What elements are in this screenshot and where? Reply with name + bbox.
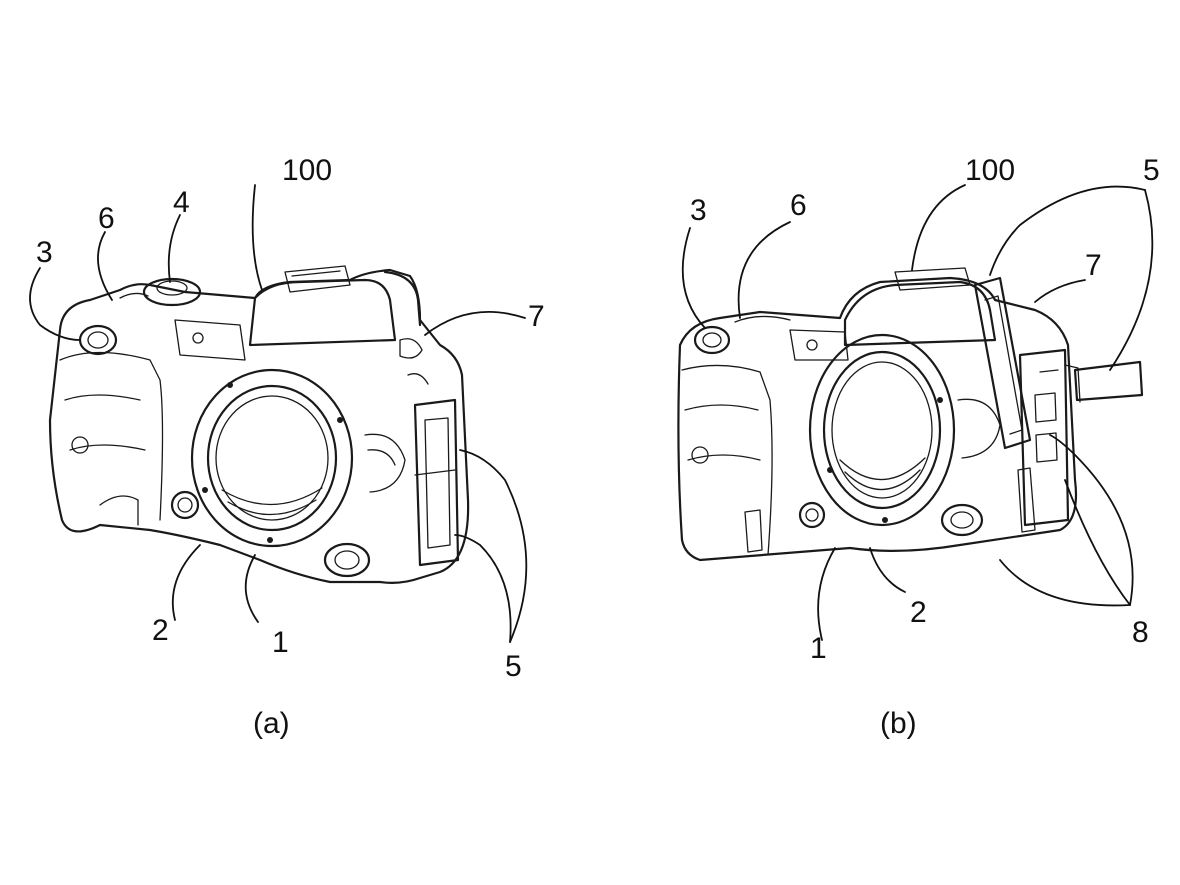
caption-a: (a) [253,707,290,740]
label-a-6: 6 [98,202,115,235]
label-b-7: 7 [1085,249,1102,282]
label-b-1: 1 [810,632,827,665]
label-a-1: 1 [272,626,289,659]
label-b-6: 6 [790,189,807,222]
camera-a [48,265,470,584]
caption-b: (b) [880,707,917,740]
label-a-3: 3 [36,236,53,269]
label-a-2: 2 [152,614,169,647]
label-b-100: 100 [965,154,1015,187]
leader-lines-b [681,184,1154,641]
label-a-100: 100 [282,154,332,187]
label-b-8: 8 [1132,616,1149,649]
label-a-7: 7 [528,300,545,333]
label-a-5: 5 [505,650,522,683]
label-b-5: 5 [1143,154,1160,187]
labels-a: 100 4 6 3 7 2 1 5 (a) [36,154,545,740]
label-b-2: 2 [910,596,927,629]
camera-b [677,267,1144,562]
label-a-4: 4 [173,186,190,219]
leader-lines-a [29,184,528,643]
labels-b: 100 5 6 3 7 2 8 1 (b) [690,154,1160,740]
label-b-3: 3 [690,194,707,227]
